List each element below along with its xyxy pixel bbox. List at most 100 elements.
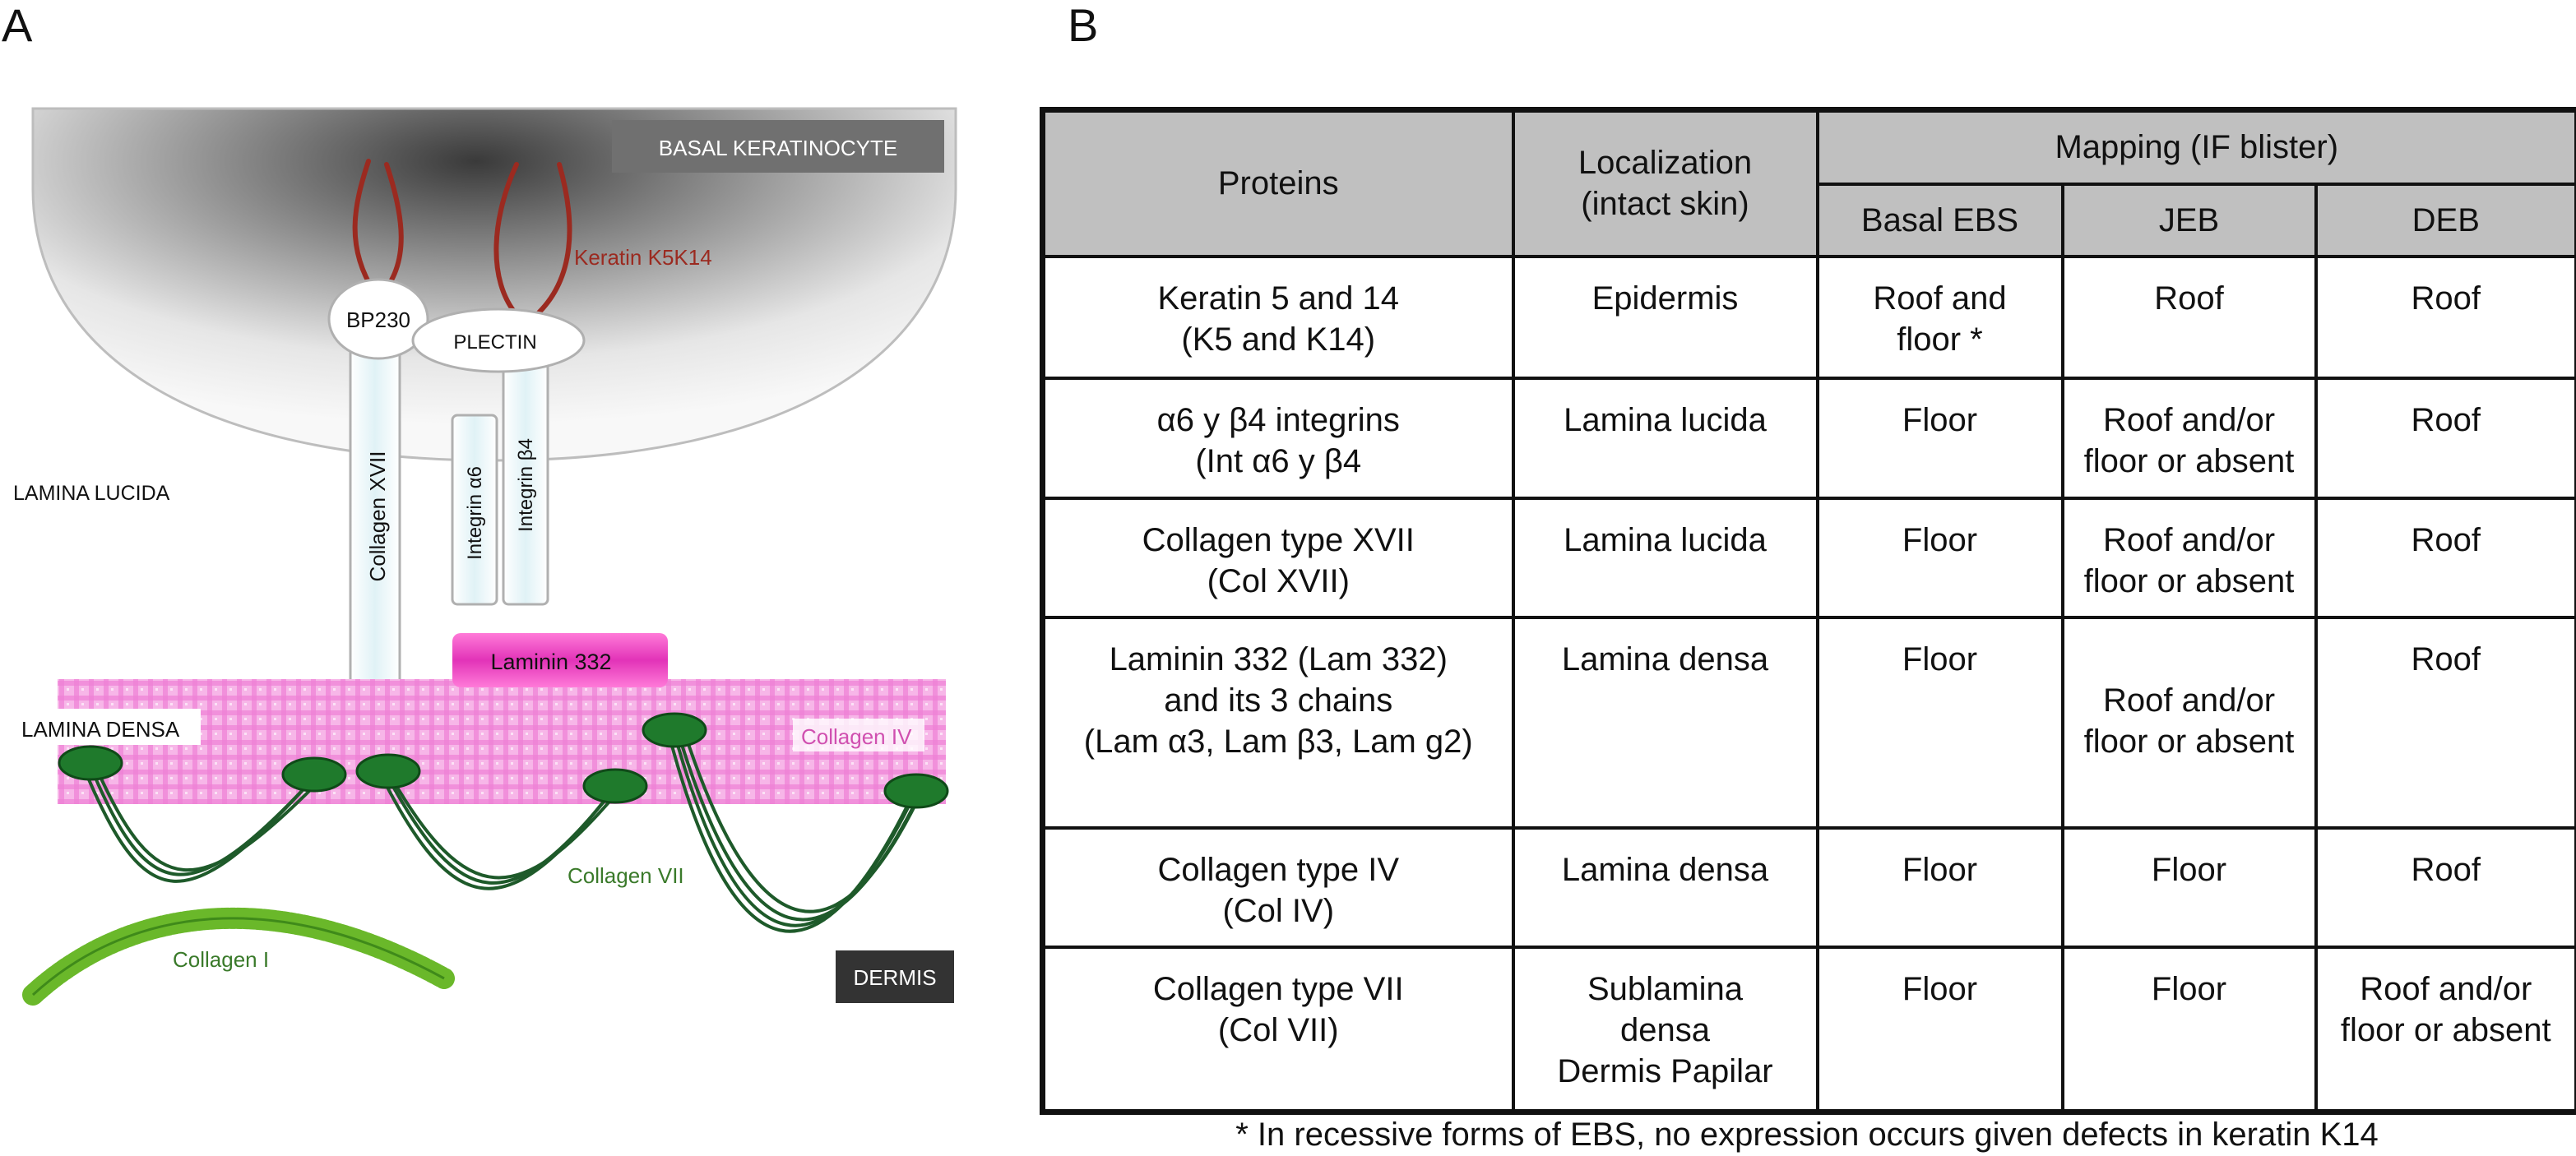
cell-basal-ebs-line: floor *: [1897, 321, 1983, 358]
cell-jeb-line: Roof: [2154, 280, 2224, 317]
cell-jeb-line: [2069, 639, 2310, 680]
header-localization: Localization (intact skin): [1511, 108, 1819, 258]
cell-localization: Lamina lucida: [1511, 376, 1819, 501]
cell-basal-ebs-line: Floor: [1902, 640, 1978, 677]
cell-basal-ebs-line: Floor: [1902, 970, 1978, 1007]
cell-basal-ebs: Floor: [1815, 826, 2064, 949]
header-basal-ebs: Basal EBS: [1815, 182, 2064, 258]
table-row: Laminin 332 (Lam 332)and its 3 chains(La…: [1040, 615, 2576, 830]
cell-localization: Epidermis: [1511, 254, 1819, 380]
table-row: Keratin 5 and 14 (K5 and K14) Epidermis Roo…: [1040, 254, 2576, 380]
header-mapping: Mapping (IF blister): [1815, 108, 2576, 186]
cell-jeb-line: Roof and/or: [2102, 401, 2276, 438]
cell-protein-line: Laminin 332 (Lam 332): [1109, 640, 1448, 677]
bp230-label: BP230: [346, 307, 410, 332]
header-localization-line-1: Localization: [1578, 145, 1753, 182]
cell-deb-line: Roof: [2411, 522, 2481, 559]
cell-jeb-line: Floor: [2151, 970, 2227, 1007]
cell-localization-line: Epidermis: [1591, 280, 1739, 317]
lamina-lucida-label: LAMINA LUCIDA: [13, 482, 170, 505]
cell-protein-line: (Int α6 y β4: [1195, 442, 1362, 479]
cell-protein-line: Collagen type VII: [1152, 970, 1404, 1007]
cell-localization: Lamina densa: [1511, 826, 1819, 949]
dermis-box: [836, 950, 954, 1003]
cell-deb: Roof and/or floor or absent: [2314, 945, 2576, 1114]
cell-basal-ebs: Floor: [1815, 497, 2064, 619]
cell-localization-line: Dermis Papilar: [1557, 1052, 1773, 1089]
panel-b-letter: B: [1068, 0, 1099, 51]
lamina-densa-label: LAMINA DENSA: [21, 717, 180, 742]
panel-a-letter: A: [2, 0, 33, 51]
cell-deb-line: Roof: [2411, 401, 2481, 438]
cell-jeb-line: Roof and/or: [2102, 522, 2276, 559]
collagen-vii-label: Collagen VII: [568, 863, 684, 888]
keratin-filaments: [352, 159, 572, 319]
cell-deb: Roof: [2314, 254, 2576, 380]
table-row: Collagen type IV (Col IV) Lamina densa Floo…: [1040, 826, 2576, 949]
cell-jeb-line: Floor: [2151, 852, 2227, 889]
cell-protein-line: α6 y β4 integrins: [1156, 401, 1400, 438]
cell-protein-line: Collagen type IV: [1157, 852, 1399, 889]
cell-basal-ebs: Roof and floor *: [1815, 254, 2064, 380]
cell-basal-ebs: Floor: [1815, 615, 2064, 830]
plectin-node: [411, 307, 586, 373]
cell-localization: Lamina lucida: [1511, 497, 1819, 619]
cell-deb-line: Roof: [2411, 280, 2481, 317]
cell-basal-ebs: Floor: [1815, 945, 2064, 1114]
cell-protein-line: (Col VII): [1217, 1011, 1339, 1048]
collagen-iv-label: Collagen IV: [801, 724, 912, 749]
cell-protein: Keratin 5 and 14 (K5 and K14): [1040, 254, 1515, 380]
table-row: α6 y β4 integrins (Int α6 y β4 Lamina luci…: [1040, 376, 2576, 501]
collagen-i-fibril-edge: [31, 917, 445, 996]
cell-localization-line: Lamina densa: [1561, 852, 1769, 889]
basal-keratinocyte-label: BASAL KERATINOCYTE: [659, 136, 897, 160]
cell-protein-line: (Col IV): [1222, 893, 1335, 930]
cell-protein-line: Keratin 5 and 14: [1157, 280, 1400, 317]
cell-protein: Collagen type IV (Col IV): [1040, 826, 1515, 949]
cell-localization: Lamina densa: [1511, 615, 1819, 830]
basal-keratinocyte-box: [612, 120, 944, 173]
cell-jeb-line: Roof and/or: [2102, 682, 2276, 719]
cell-protein: Laminin 332 (Lam 332)and its 3 chains(La…: [1040, 615, 1515, 830]
cell-jeb: Floor: [2060, 945, 2318, 1114]
table-row: Collagen type XVII (Col XVII) Lamina lucid…: [1040, 497, 2576, 619]
cell-protein-line: (Col XVII): [1207, 563, 1350, 600]
cell-deb: Roof: [2314, 615, 2576, 830]
collagen-vii-fibrils: [82, 731, 924, 933]
cell-protein-line: (Lam α3, Lam β3, Lam g2): [1083, 723, 1473, 760]
cell-protein: Collagen type XVII (Col XVII): [1040, 497, 1515, 619]
collagen-xvii-label: Collagen XVII: [365, 451, 390, 582]
integrin-a6-label: Integrin α6: [464, 466, 486, 560]
integrin-b4-label: Integrin β4: [515, 438, 537, 532]
cell-basal-ebs-line: Roof and: [1873, 280, 2007, 317]
cell-basal-ebs-line: Floor: [1902, 852, 1978, 889]
header-deb: DEB: [2314, 182, 2576, 258]
plectin-label: PLECTIN: [453, 331, 536, 354]
collagen-vii-end-nodes: [58, 712, 949, 809]
cell-protein-line: Collagen type XVII: [1142, 522, 1415, 559]
keratin-label: Keratin K5K14: [574, 245, 712, 270]
table-footnote: * In recessive forms of EBS, no expressi…: [1235, 1117, 2379, 1153]
cell-localization-line: Lamina lucida: [1564, 522, 1767, 559]
cell-protein-line: (K5 and K14): [1181, 321, 1376, 358]
cell-jeb: Floor: [2060, 826, 2318, 949]
header-jeb: JEB: [2060, 182, 2318, 258]
cell-protein: α6 y β4 integrins (Int α6 y β4: [1040, 376, 1515, 501]
cell-localization-line: densa: [1620, 1011, 1710, 1048]
cell-deb-line: floor or absent: [2340, 1011, 2551, 1048]
collagen-iv-label-bg: [793, 719, 924, 751]
laminin-332-label: Laminin 332: [490, 650, 611, 674]
cell-deb: Roof: [2314, 497, 2576, 619]
cell-deb-line: Roof and/or: [2360, 970, 2532, 1007]
lamina-densa-label-bg: [15, 709, 201, 745]
cell-jeb: Roof: [2060, 254, 2318, 380]
cell-deb-line: Roof: [2411, 640, 2481, 677]
header-localization-line-2: (intact skin): [1581, 186, 1749, 223]
laminin-332-bar: [452, 633, 668, 687]
protein-mapping-table: Proteins Localization (intact skin) Mapp…: [1040, 107, 2576, 1115]
